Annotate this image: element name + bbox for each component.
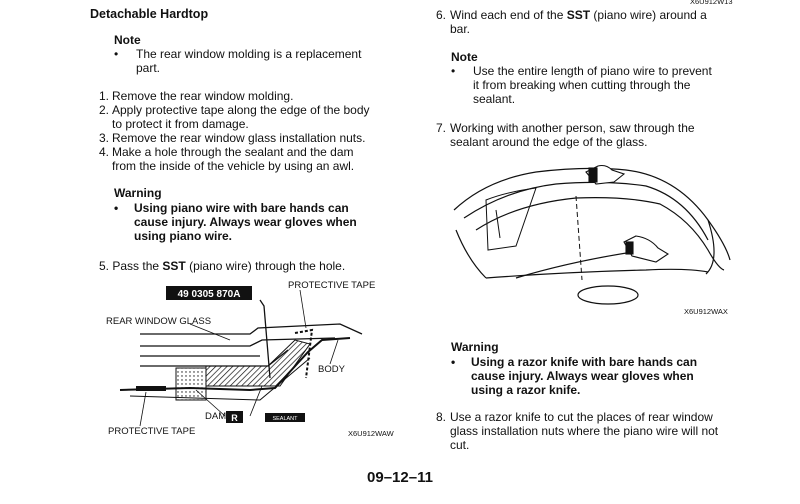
top-figure-code: X6U912W13 <box>690 0 733 6</box>
glass-panel <box>140 323 363 367</box>
step-text: Make a hole through the sealant and the … <box>112 145 354 159</box>
step-number: 1. <box>99 89 110 103</box>
rear-window-glass-label: REAR WINDOW GLASS <box>106 316 211 327</box>
note-line: The rear window molding is a replacement <box>136 47 362 61</box>
step-5: 5. Pass the SST (piano wire) through the… <box>99 260 399 273</box>
body-label: BODY <box>318 364 346 375</box>
step-text: from the inside of the vehicle by using … <box>112 159 355 173</box>
sealant-cross-section-figure: 49 0305 870A PROTECTIVE TAPE REAR WINDOW… <box>106 280 395 438</box>
step-text-pre: Pass the <box>112 259 163 273</box>
step-number: 4. <box>99 145 110 159</box>
warning-item: • Using a razor knife with bare hands ca… <box>451 356 771 400</box>
dam-label: DAM <box>205 411 226 422</box>
protective-tape-strip <box>136 386 166 391</box>
r-label: R <box>231 413 238 423</box>
protective-tape-label-top: PROTECTIVE TAPE <box>288 280 375 291</box>
warning-line: Using a razor knife with bare hands can <box>471 355 698 369</box>
worker-hands-icon <box>585 164 670 263</box>
step-text: Remove the rear window molding. <box>112 89 294 103</box>
figure-code: X6U912WAW <box>348 429 395 438</box>
sealant-region <box>205 339 311 387</box>
warning-line: using piano wire. <box>134 229 233 243</box>
step-text-line: bar. <box>450 22 471 36</box>
step-text-post: (piano wire) through the hole. <box>185 259 346 273</box>
step-text-line: Wind each end of the SST (piano wire) ar… <box>450 9 707 22</box>
step-text-line: Working with another person, saw through… <box>450 121 695 135</box>
body-inner-line <box>129 357 311 401</box>
step-text: to protect it from damage. <box>112 117 249 131</box>
section-heading: Detachable Hardtop <box>90 7 209 21</box>
warning-line: cause injury. Always wear gloves when <box>471 369 694 383</box>
sst-label: SST <box>162 259 186 273</box>
warning-item: • Using piano wire with bare hands can c… <box>114 202 414 246</box>
bullet-icon: • <box>114 47 119 61</box>
step-text-line: cut. <box>450 438 470 452</box>
step-text-post: (piano wire) around a <box>590 8 707 22</box>
warning-heading: Warning <box>114 186 162 200</box>
figure-code: X6U912WAX <box>684 307 728 316</box>
piano-wire-line <box>575 195 583 281</box>
step-number: 3. <box>99 131 110 145</box>
warning-line: using a razor knife. <box>471 383 581 397</box>
step-text: Apply protective tape along the edge of … <box>112 103 370 117</box>
note-heading: Note <box>451 50 478 64</box>
step-number: 7. <box>436 121 447 135</box>
part-number-box <box>166 286 252 300</box>
warning-line: cause injury. Always wear gloves when <box>134 215 357 229</box>
sealant-tube-icon <box>265 413 305 422</box>
step-number: 8. <box>436 410 447 424</box>
hardtop-outline <box>453 167 731 305</box>
note-line: part. <box>136 61 161 75</box>
warning-heading: Warning <box>451 340 499 354</box>
protective-tape-edge <box>294 328 314 379</box>
note-line: it from breaking when cutting through th… <box>473 78 691 92</box>
r-box <box>226 411 243 423</box>
bullet-icon: • <box>451 64 456 78</box>
note-item: • The rear window molding is a replaceme… <box>114 48 414 76</box>
bullet-icon: • <box>114 201 119 215</box>
step-text: Remove the rear window glass installatio… <box>112 131 366 145</box>
step-7: 7. Working with another person, saw thro… <box>436 122 766 150</box>
step-8: 8. Use a razor knife to cut the places o… <box>436 411 776 453</box>
step-number: 5. <box>99 259 110 273</box>
note-line: Use the entire length of piano wire to p… <box>473 64 712 78</box>
step-number: 6. <box>436 8 447 22</box>
step-list: 1. Remove the rear window molding. 2. Ap… <box>99 90 409 180</box>
step-text-line: glass installation nuts where the piano … <box>450 424 719 438</box>
hardtop-sawing-figure: X6U912WAX <box>453 164 731 316</box>
step-text-line: sealant around the edge of the glass. <box>450 135 648 149</box>
note-line: sealant. <box>473 92 516 106</box>
note-heading: Note <box>114 33 141 47</box>
sealant-tube-label: SEALANT <box>272 416 298 422</box>
leader-lines <box>139 289 339 427</box>
note-item: • Use the entire length of piano wire to… <box>451 65 771 109</box>
bullet-icon: • <box>451 355 456 369</box>
page-number: 09–12–11 <box>367 469 433 486</box>
warning-line: Using piano wire with bare hands can <box>134 201 349 215</box>
side-window <box>485 187 537 251</box>
step-text-pre: Wind each end of the <box>450 8 567 22</box>
protective-tape-label-bottom: PROTECTIVE TAPE <box>108 426 195 437</box>
step-6: 6. Wind each end of the SST (piano wire)… <box>436 9 766 37</box>
sst-label: SST <box>566 8 591 22</box>
step-text-line: Use a razor knife to cut the places of r… <box>450 410 713 424</box>
step-number: 2. <box>99 103 110 117</box>
piano-wire <box>259 299 271 379</box>
part-number-label: 49 0305 870A <box>178 289 241 300</box>
